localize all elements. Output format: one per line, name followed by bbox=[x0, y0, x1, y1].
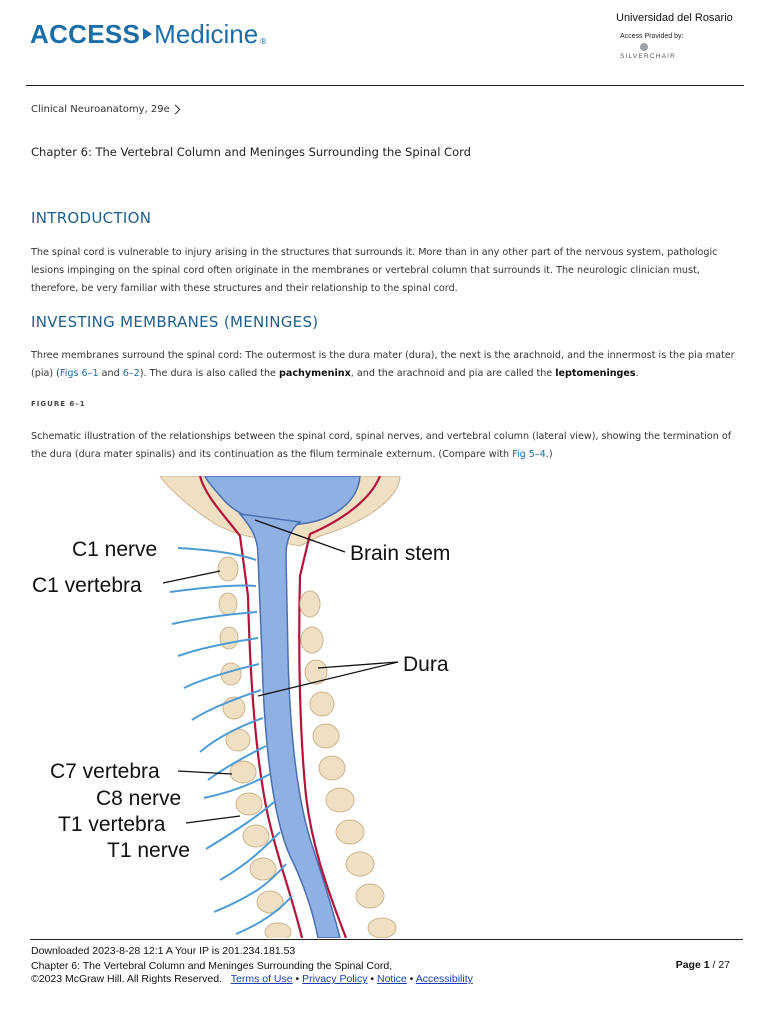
page-label: Page bbox=[675, 959, 701, 971]
logo-access-text: ACCESS bbox=[30, 18, 141, 49]
access-provided-label: Access Provided by: bbox=[620, 33, 684, 40]
accessmedicine-logo[interactable]: ACCESS Medicine ® bbox=[30, 14, 267, 54]
fig-5-4-link[interactable]: Fig 5–4 bbox=[512, 449, 546, 460]
label-t1-nerve: T1 nerve bbox=[107, 839, 190, 862]
label-t1-vertebra: T1 vertebra bbox=[58, 813, 166, 836]
terms-link[interactable]: Terms of Use bbox=[230, 973, 293, 985]
copyright-text: ©2023 McGraw Hill. All Rights Reserved. bbox=[31, 973, 222, 985]
spinous-processes bbox=[299, 590, 397, 939]
meninges-heading: INVESTING MEMBRANES (MENINGES) bbox=[31, 313, 319, 331]
download-info: Downloaded 2023-8-28 12:1 A Your IP is 2… bbox=[31, 945, 296, 957]
privacy-link[interactable]: Privacy Policy bbox=[302, 973, 368, 985]
caption-text-2: .) bbox=[545, 449, 553, 460]
meninges-text-2: and bbox=[98, 368, 123, 379]
header-divider bbox=[26, 85, 744, 86]
dura-line-anterior bbox=[198, 475, 304, 939]
fig-6-2-link[interactable]: 6–2 bbox=[122, 368, 140, 379]
provider-name: SILVERCHAIR bbox=[620, 53, 677, 60]
label-c7-vertebra: C7 vertebra bbox=[50, 760, 160, 783]
page-indicator: Page 1 / 27 bbox=[676, 959, 730, 971]
figure-label: FIGURE 6–1 bbox=[31, 400, 86, 408]
caption-text-1: Schematic illustration of the relationsh… bbox=[31, 431, 732, 460]
footer-divider bbox=[30, 939, 743, 940]
sep-3: • bbox=[406, 973, 416, 985]
meninges-text-3: ). The dura is also called the bbox=[139, 368, 280, 379]
registered-mark: ® bbox=[259, 37, 268, 46]
sep-1: • bbox=[292, 973, 303, 985]
intro-paragraph: The spinal cord is vulnerable to injury … bbox=[31, 247, 718, 294]
sep-2: • bbox=[367, 973, 377, 985]
meninges-text-4: , and the arachnoid and pia are called t… bbox=[350, 368, 556, 379]
figure-6-1-illustration: C1 nerve C1 vertebra Brain stem Dura C7 … bbox=[0, 475, 768, 942]
institution-name: Universidad del Rosario bbox=[616, 12, 733, 24]
logo-arrow-icon bbox=[143, 28, 153, 40]
footer-links-line: ©2023 McGraw Hill. All Rights Reserved. … bbox=[31, 973, 473, 985]
chevron-right-icon bbox=[170, 104, 181, 115]
term-leptomeninges: leptomeninges bbox=[555, 368, 636, 379]
label-c8-nerve: C8 nerve bbox=[96, 787, 181, 810]
breadcrumb-book[interactable]: Clinical Neuroanatomy, 29e bbox=[31, 104, 170, 115]
figure-caption: Schematic illustration of the relationsh… bbox=[31, 428, 737, 464]
footer-chapter-line: Chapter 6: The Vertebral Column and Meni… bbox=[31, 960, 393, 972]
spinal-nerves bbox=[169, 547, 293, 935]
accessibility-link[interactable]: Accessibility bbox=[415, 973, 473, 985]
spinal-column-diagram: C1 nerve C1 vertebra Brain stem Dura C7 … bbox=[32, 475, 450, 942]
silverchair-logo-icon bbox=[640, 43, 648, 51]
chapter-title: Chapter 6: The Vertebral Column and Meni… bbox=[31, 145, 471, 159]
intro-heading: INTRODUCTION bbox=[31, 209, 152, 227]
notice-link[interactable]: Notice bbox=[376, 973, 407, 985]
leader-lines bbox=[162, 519, 399, 824]
meninges-text-5: . bbox=[635, 368, 639, 379]
logo-medicine-text: Medicine bbox=[154, 18, 259, 49]
term-pachymeninx: pachymeninx bbox=[279, 368, 351, 379]
vertebral-bodies bbox=[217, 556, 292, 942]
meninges-paragraph: Three membranes surround the spinal cord… bbox=[31, 347, 737, 383]
breadcrumb[interactable]: Clinical Neuroanatomy, 29e bbox=[31, 104, 181, 115]
figure-labels: C1 nerve C1 vertebra Brain stem Dura C7 … bbox=[32, 538, 450, 862]
label-brain-stem: Brain stem bbox=[350, 542, 450, 565]
figs-6-1-link[interactable]: Figs 6–1 bbox=[59, 368, 99, 379]
label-dura: Dura bbox=[403, 653, 449, 676]
page-current: 1 bbox=[703, 959, 710, 971]
label-c1-vertebra: C1 vertebra bbox=[32, 574, 142, 597]
label-c1-nerve: C1 nerve bbox=[72, 538, 157, 561]
meninges-text-1: Three membranes surround the spinal cord… bbox=[31, 350, 735, 379]
dura-line-posterior bbox=[298, 475, 382, 939]
page-header: ACCESS Medicine ® Universidad del Rosari… bbox=[0, 0, 768, 86]
page-total: / 27 bbox=[712, 959, 730, 971]
